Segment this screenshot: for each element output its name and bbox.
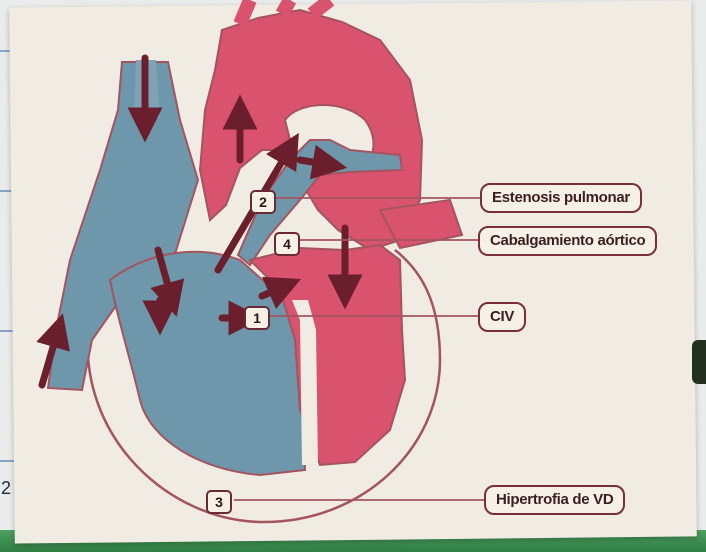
marker-4: 4 bbox=[274, 232, 300, 256]
label-hipertrofia-vd: Hipertrofia de VD bbox=[484, 485, 625, 515]
label-civ: CIV bbox=[478, 302, 526, 332]
label-cabalgamiento-aortico: Cabalgamiento aórtico bbox=[478, 226, 657, 256]
arrow-to-pa bbox=[300, 160, 330, 165]
label-estenosis-pulmonar: Estenosis pulmonar bbox=[480, 183, 642, 213]
marker-3: 3 bbox=[206, 490, 232, 514]
marker-2: 2 bbox=[250, 190, 276, 214]
marker-1: 1 bbox=[244, 306, 270, 330]
